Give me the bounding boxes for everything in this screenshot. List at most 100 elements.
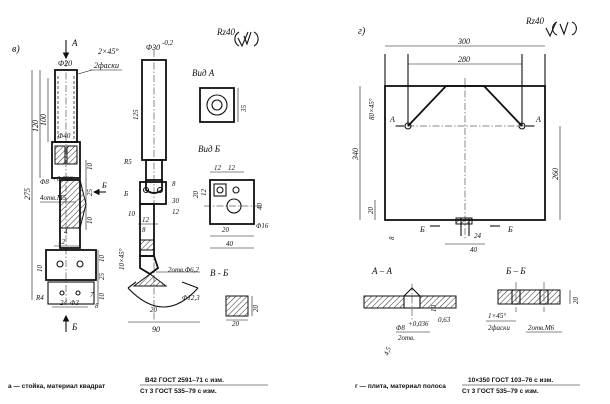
dim-phi8-tol: +0,036 [52,175,73,183]
left-arrow-b-top: Б [92,181,107,196]
dim-phi123: Φ12,3 [182,294,200,302]
dim-45-aa: 4,5 [382,345,393,356]
left-view-letter: в) [12,44,20,55]
dim-8-r: 8 [388,236,396,240]
section-bb: Б – Б 20 1×45° 2фаски 2отв.М6 [486,266,580,333]
dim-125: 125 [132,109,140,120]
dim-35: 35 [240,105,248,114]
stand-main-view [45,60,97,305]
right-caption-den: Ст 3 ГОСТ 535–79 с изм. [462,388,539,395]
dim-260: 260 [551,168,560,180]
left-roughness: Rz40 [216,27,236,37]
view-b: Вид Б 12 12 20 12 40 20 40 Φ16 [192,144,269,249]
dim-chamfer2-bb: 1×45° [488,312,506,320]
section-aa: А – А 10 0,63 Φ8 +0,036 2отв. 4,5 [363,266,457,357]
dim-8b: 8 [172,180,176,188]
section-bb-label: Б – Б [505,266,526,276]
dim-phi30: Φ30 [146,43,160,52]
left-caption-num: В42 ГОСТ 2591–71 с изм. [145,377,224,384]
right-roughness: Rz40 [525,16,545,26]
dim-20a: 20 [150,306,158,314]
right-caption: г — плита, материал полоса 10×350 ГОСТ 1… [355,377,580,395]
dim-25b: 25 [98,273,106,281]
right-caption-num: 10×350 ГОСТ 103–76 с изм. [468,377,553,384]
dim-holes-m6: 2отв.М6 [528,324,555,332]
dim-80x45: 80×45° [368,98,376,120]
dim-12b: 12 [172,208,180,216]
svg-text:А: А [71,38,78,48]
dim-24: 24 [60,299,68,307]
dim-20-vb2: 20 [222,226,230,234]
plate-main-view [384,54,546,240]
dim-30: 30 [171,197,180,205]
dim-10d: 10 [98,255,106,263]
dim-24-r: 24 [474,232,482,240]
svg-text:Б: Б [71,322,78,332]
dim-10g: 10 [128,210,136,218]
mark-b-left: Б [419,225,425,234]
dim-90: 90 [152,325,160,334]
dim-10a: 10 [86,163,94,171]
dim-phi8-aa: Φ8 [396,324,405,332]
right-drawing: г) Rz40 300 280 [351,16,580,395]
view-a-label: Вид А [192,68,215,78]
dim-12-vb2: 12 [228,164,236,172]
left-arrow-a: А [62,38,78,60]
dim-chamfer2: 10×45° [118,248,126,270]
dim-280: 280 [458,55,470,64]
dim-12-vb1: 12 [214,164,222,172]
dim-r5: R5 [123,158,132,166]
dim-10-aa: 10 [430,305,438,313]
mark-b-right: Б [507,225,513,234]
left-dimensions: 275 120 100 Φ20 2×45° 2фаски Φ40 Φ8 +0,0… [23,47,122,310]
left-caption-a: а — стойка, материал квадрат [8,382,105,390]
dim-7: 7 [90,291,94,299]
dim-340: 340 [351,148,360,161]
dim-20-r: 20 [367,207,375,215]
dim-20-sec2: 20 [252,305,260,313]
mark-a-left: А [389,115,395,124]
left-caption-den: Ст 3 ГОСТ 535–79 с изм. [140,388,217,395]
dim-phi16: Φ16 [256,222,269,230]
dim-20-vb: 20 [192,191,200,199]
dim-100: 100 [39,114,48,126]
dim-r4: R4 [35,294,44,302]
view-b-label: Вид Б [198,144,221,154]
dim-10b: 10 [86,217,94,225]
dim-20-bb: 20 [572,297,580,305]
mark-a-right: А [535,115,541,124]
dim-hole4: 4отв.М5 [40,194,67,202]
dim-12c-pin: 12 [142,216,150,224]
dim-275: 275 [23,188,32,200]
dim-8a: 8 [95,302,99,310]
right-view-letter: г) [358,26,366,37]
dim-phi8: Φ8 [40,178,49,186]
dim-hole2: 2отв.Φ6,2 [168,266,199,274]
dim-phi8-tol-aa: +0,036 [408,320,429,328]
right-roughness-symbol [545,21,577,38]
section-aa-label: А – А [371,266,392,276]
dim-phi3: Φ3 [70,299,79,307]
dim-120: 120 [31,120,40,132]
dim-12: 12 [58,238,66,246]
dim-40-vb: 40 [256,203,264,211]
dim-chamfer-note: 2фаски [94,61,119,70]
left-roughness-symbol [234,31,259,48]
left-caption: а — стойка, материал квадрат В42 ГОСТ 25… [8,377,268,395]
dim-12-vb3: 12 [200,189,208,197]
svg-text:Б: Б [101,181,107,190]
dim-4: 4 [64,228,68,236]
right-dimensions: 300 280 80×45° 340 260 20 8 24 40 А А Б … [351,37,561,254]
dim-10c: 10 [36,265,44,273]
dim-8c: 8 [142,226,146,234]
dim-20-sec: 20 [232,320,240,328]
left-arrow-b-bottom: Б [62,314,78,332]
dim-phi20: Φ20 [58,59,72,68]
pin-view: R5 125 Φ30 -0,2 8 30 12 Б 10 12 8 10×45°… [118,39,200,334]
right-caption-a: г — плита, материал полоса [355,383,446,390]
dim-25: 25 [86,189,94,197]
dim-40-r: 40 [470,246,478,254]
dim-chamfer2-note-bb: 2фаски [488,324,510,332]
